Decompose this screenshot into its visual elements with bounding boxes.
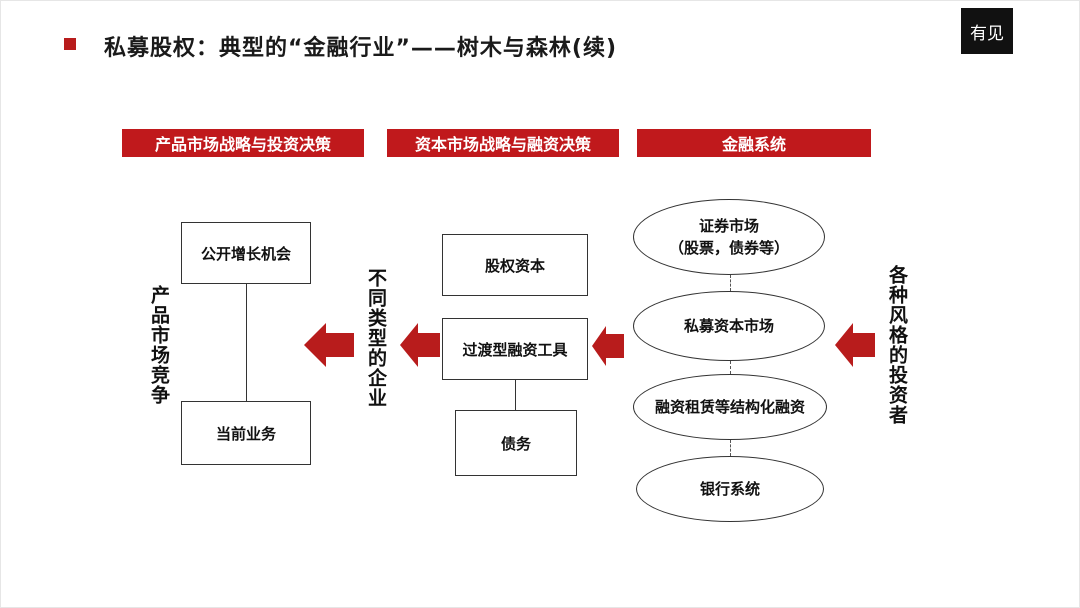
connector-dotted-2	[730, 361, 731, 374]
ellipse-structured-financing: 融资租赁等结构化融资	[633, 374, 827, 440]
connector-dotted-3	[730, 440, 731, 456]
ellipse-securities-line1: 证券市场	[698, 217, 759, 235]
box-current-business: 当前业务	[181, 401, 311, 465]
title-bullet	[64, 38, 76, 50]
arrow-left-3	[592, 326, 624, 366]
brand-logo: 有见	[961, 8, 1013, 54]
connector-middle	[515, 380, 516, 410]
connector-left	[246, 284, 247, 401]
arrow-left-4	[835, 323, 875, 367]
connector-dotted-1	[730, 275, 731, 291]
arrow-left-1	[304, 323, 354, 367]
ellipse-securities-market: 证券市场 （股票，债券等）	[633, 199, 825, 275]
box-equity-capital: 股权资本	[442, 234, 588, 296]
arrow-left-2	[400, 323, 440, 367]
label-product-competition: 产品市场竞争	[148, 285, 170, 405]
box-debt: 债务	[455, 410, 577, 476]
ellipse-private-capital-market: 私募资本市场	[633, 291, 825, 361]
header-financial-system: 金融系统	[637, 129, 871, 157]
ellipse-banking-system: 银行系统	[636, 456, 824, 522]
slide-title: 私募股权：典型的“金融行业”——树木与森林(续)	[104, 36, 618, 61]
header-product-market: 产品市场战略与投资决策	[122, 129, 364, 157]
label-investor-styles: 各种风格的投资者	[886, 265, 908, 425]
label-company-types: 不同类型的企业	[365, 268, 387, 408]
box-growth-opportunities: 公开增长机会	[181, 222, 311, 284]
box-transitional-financing: 过渡型融资工具	[442, 318, 588, 380]
header-capital-market: 资本市场战略与融资决策	[387, 129, 619, 157]
ellipse-securities-line2: （股票，债券等）	[668, 239, 789, 257]
